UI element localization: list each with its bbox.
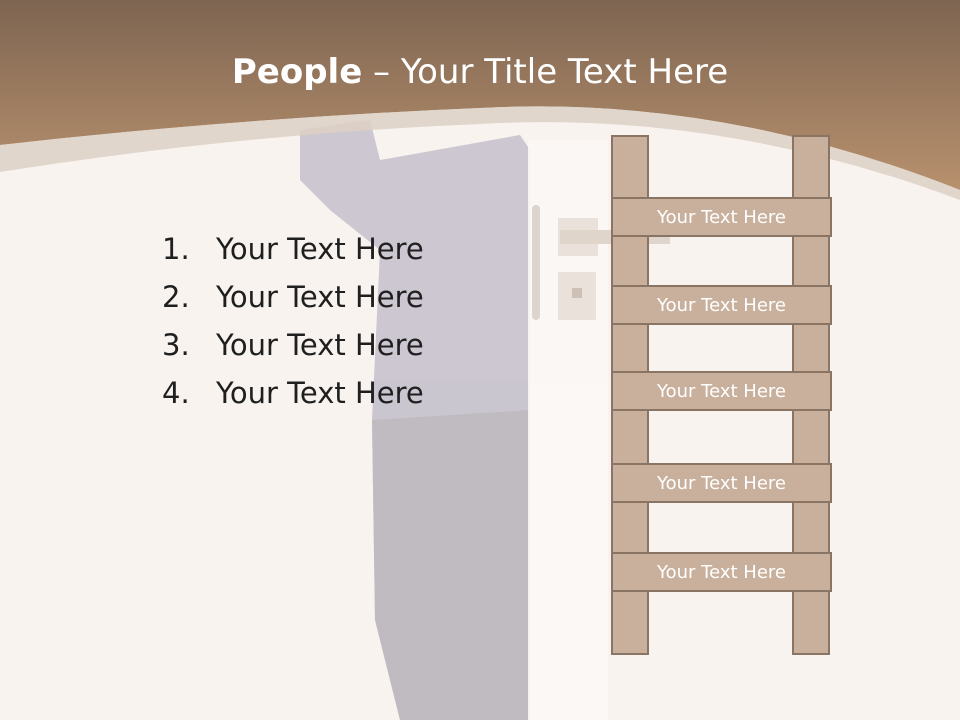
title-bold: People bbox=[231, 52, 363, 92]
ladder-rung: Your Text Here bbox=[611, 552, 832, 592]
ladder-rung: Your Text Here bbox=[611, 463, 832, 503]
list-item-number: 1. bbox=[162, 232, 190, 266]
numbered-list: 1. Your Text Here 2. Your Text Here 3. Your… bbox=[162, 232, 582, 424]
person-silhouette bbox=[300, 120, 530, 720]
ladder-rung: Your Text Here bbox=[611, 197, 832, 237]
list-item-number: 3. bbox=[162, 328, 190, 362]
ladder-rung: Your Text Here bbox=[611, 371, 832, 411]
list-item-number: 2. bbox=[162, 280, 190, 314]
list-item: 4. Your Text Here bbox=[162, 376, 582, 424]
list-item: 3. Your Text Here bbox=[162, 328, 582, 376]
page-title: People – Your Title Text Here bbox=[0, 52, 960, 100]
list-item-text: Your Text Here bbox=[216, 328, 424, 362]
list-item-text: Your Text Here bbox=[216, 376, 424, 410]
ladder-rung: Your Text Here bbox=[611, 285, 832, 325]
list-item: 1. Your Text Here bbox=[162, 232, 582, 280]
list-item-text: Your Text Here bbox=[216, 232, 424, 266]
list-item-text: Your Text Here bbox=[216, 280, 424, 314]
list-item: 2. Your Text Here bbox=[162, 280, 582, 328]
ladder-diagram: Your Text Here Your Text Here Your Text … bbox=[611, 135, 833, 657]
title-rest: – Your Title Text Here bbox=[362, 52, 729, 92]
list-item-number: 4. bbox=[162, 376, 190, 410]
